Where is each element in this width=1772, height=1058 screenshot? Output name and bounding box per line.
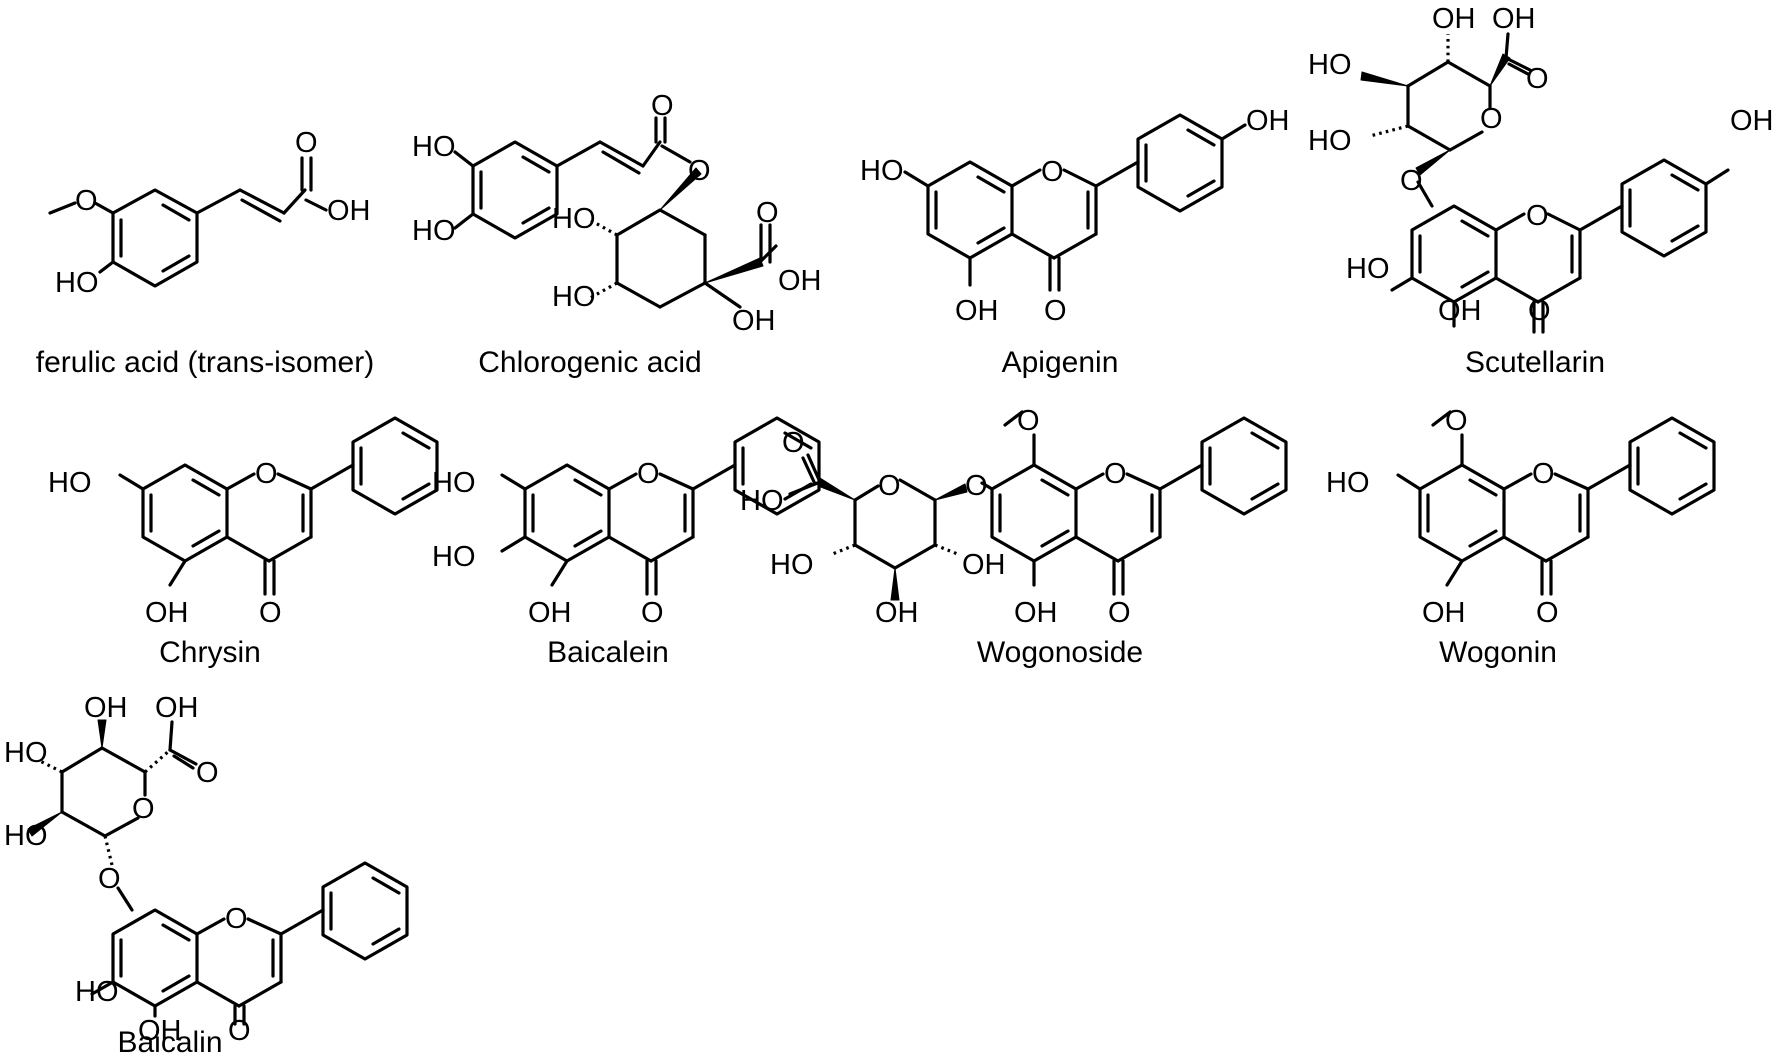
atom-label: HO [412,215,456,247]
atom-label: OH [1492,3,1536,35]
atom-label: HO [4,820,48,852]
structure-baicalein: O O HO HO OH [432,416,821,629]
atom-label: OH [528,597,572,629]
compound-name-baicalein: Baicalein [547,636,669,669]
compound-name-wogonoside: Wogonoside [977,636,1143,669]
atom-label: HO [432,467,476,499]
atom-label: HO [1346,253,1390,285]
compound-name-chlorogenic-acid: Chlorogenic acid [478,346,701,379]
structure-scutellarin: OH OH HO O O HO O O OH HO OH O [1308,3,1772,334]
atom-label: OH [1422,597,1466,629]
atom-label: OH [145,597,189,629]
atom-label: OH [1246,105,1290,137]
atom-label: HO [432,541,476,573]
atom-label: HO [75,976,119,1008]
atom-label: O [1044,295,1067,327]
atom-label: O [1536,597,1559,629]
atom-label: HO [1308,125,1352,157]
atom-label: O [1108,597,1131,629]
atom-label: OH [155,692,199,724]
atom-label: O [1526,200,1549,232]
atom-label: HO [740,485,784,517]
atom-label: HO [1308,49,1352,81]
atom-label: OH [1014,597,1058,629]
atom-label: OH [138,1015,182,1047]
compound-name-ferulic-acid: ferulic acid (trans-isomer) [36,346,374,379]
structure-ferulic-acid: O OH O HO [48,127,371,299]
atom-label: HO [552,281,596,313]
atom-label: O [1526,63,1549,95]
atom-label: O [1400,165,1423,197]
atom-label: OH [1432,3,1476,35]
atom-label: O [965,470,988,502]
structure-chrysin: O O HO OH [48,416,439,629]
atom-label: HO [1326,467,1370,499]
atom-label: OH [962,549,1006,581]
atom-label: OH [84,692,128,724]
atom-label: O [196,757,219,789]
atom-label: OH [327,195,371,227]
atom-label: O [878,470,901,502]
atom-label: O [1445,405,1468,437]
atom-label: OH [1730,105,1772,137]
atom-label: O [228,1015,251,1047]
atom-label: O [641,597,664,629]
atom-label: HO [412,131,456,163]
structure-wogonoside: O HO O O O O HO OH OH OH O [740,405,1288,629]
atom-label: OH [955,295,999,327]
structure-apigenin: O O OH HO OH [860,105,1290,327]
atom-label: O [132,793,155,825]
atom-label: HO [770,549,814,581]
atom-label: O [1532,458,1555,490]
atom-label: OH [778,265,822,297]
compound-name-baicalin: Baicalin [117,1026,222,1058]
atom-label: OH [1438,295,1482,327]
atom-label: O [1017,405,1040,437]
atom-label: O [255,458,278,490]
atom-label: HO [4,737,48,769]
atom-label: O [756,197,779,229]
atom-label: O [782,427,805,459]
atom-label: HO [860,155,904,187]
structure-baicalin: OH OH HO O O HO O O HO OH O [4,692,409,1047]
compound-name-wogonin: Wogonin [1439,636,1557,669]
atom-label: HO [552,203,596,235]
atom-label: O [1104,458,1127,490]
atom-label: O [1480,103,1503,135]
atom-label: O [688,155,711,187]
atom-label: OH [732,305,776,337]
compound-name-apigenin: Apigenin [1002,346,1119,379]
atom-label: O [75,185,98,217]
atom-label: O [1041,156,1064,188]
atom-label: O [295,127,318,159]
structure-wogonin: O O O HO OH [1326,405,1716,629]
atom-label: O [259,597,282,629]
atom-label: HO [55,267,99,299]
compound-name-scutellarin: Scutellarin [1465,346,1605,379]
structure-chlorogenic-acid: O O HO HO HO HO O OH OH [412,90,822,337]
atom-label: O [225,903,248,935]
atom-label: O [1528,295,1551,327]
atom-label: O [651,90,674,122]
atom-label: HO [48,467,92,499]
compound-name-chrysin: Chrysin [159,636,261,669]
atom-label: O [637,458,660,490]
atom-label: OH [875,597,919,629]
atom-label: O [98,863,121,895]
